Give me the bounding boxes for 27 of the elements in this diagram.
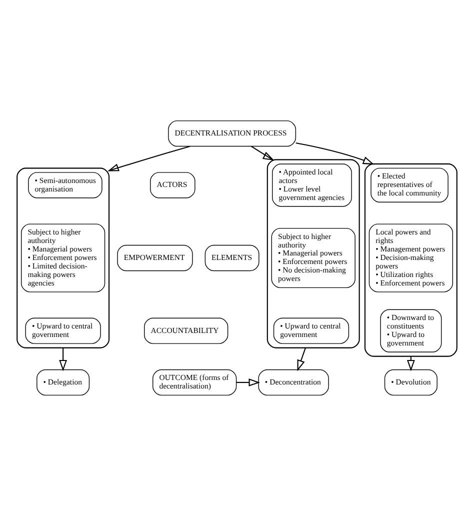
cluster <box>266 158 360 348</box>
node-box: • Devolution <box>384 368 438 396</box>
node-box: • Semi-autonomous organisation <box>28 172 102 198</box>
node-box: • Downward to constituents • Upward to government <box>380 308 442 352</box>
arrow <box>250 145 274 160</box>
node-box: DECENTRALISATION PROCESS <box>168 120 296 146</box>
node-box: • Upward to central government <box>25 317 101 344</box>
node-box: • Deconcentration <box>258 368 329 396</box>
node-box: • Elected representatives of the local community <box>370 167 448 202</box>
node-box: • Delegation <box>36 368 90 396</box>
arrow <box>297 347 306 371</box>
node-box: Local powers and rights • Management powers • Decision-making powers • Utilization rights • Enforcement powers <box>368 223 453 292</box>
node-box: Subject to higher authority • Managerial powers • Enforcement powers • Limited decision-making powers agencies <box>21 223 106 292</box>
cluster <box>364 162 458 356</box>
node-box: • Upward to central government <box>273 317 350 344</box>
node-box: ELEMENTS <box>204 244 260 271</box>
arrow <box>236 378 260 386</box>
node-box: Subject to higher authority • Managerial powers • Enforcement powers • No decision-making powers <box>271 227 356 288</box>
node-box: ACCOUNTABILITY <box>144 317 228 344</box>
node-box: • Appointed local actors • Lower level government agencies <box>272 163 352 206</box>
arrow <box>59 347 68 371</box>
node-box: ACTORS <box>150 172 196 198</box>
arrow <box>296 142 374 164</box>
arrow <box>108 145 190 171</box>
node-box: OUTCOME (forms of decentralisation) <box>152 368 237 396</box>
cluster <box>16 167 110 348</box>
node-box: EMPOWERMENT <box>117 244 193 271</box>
